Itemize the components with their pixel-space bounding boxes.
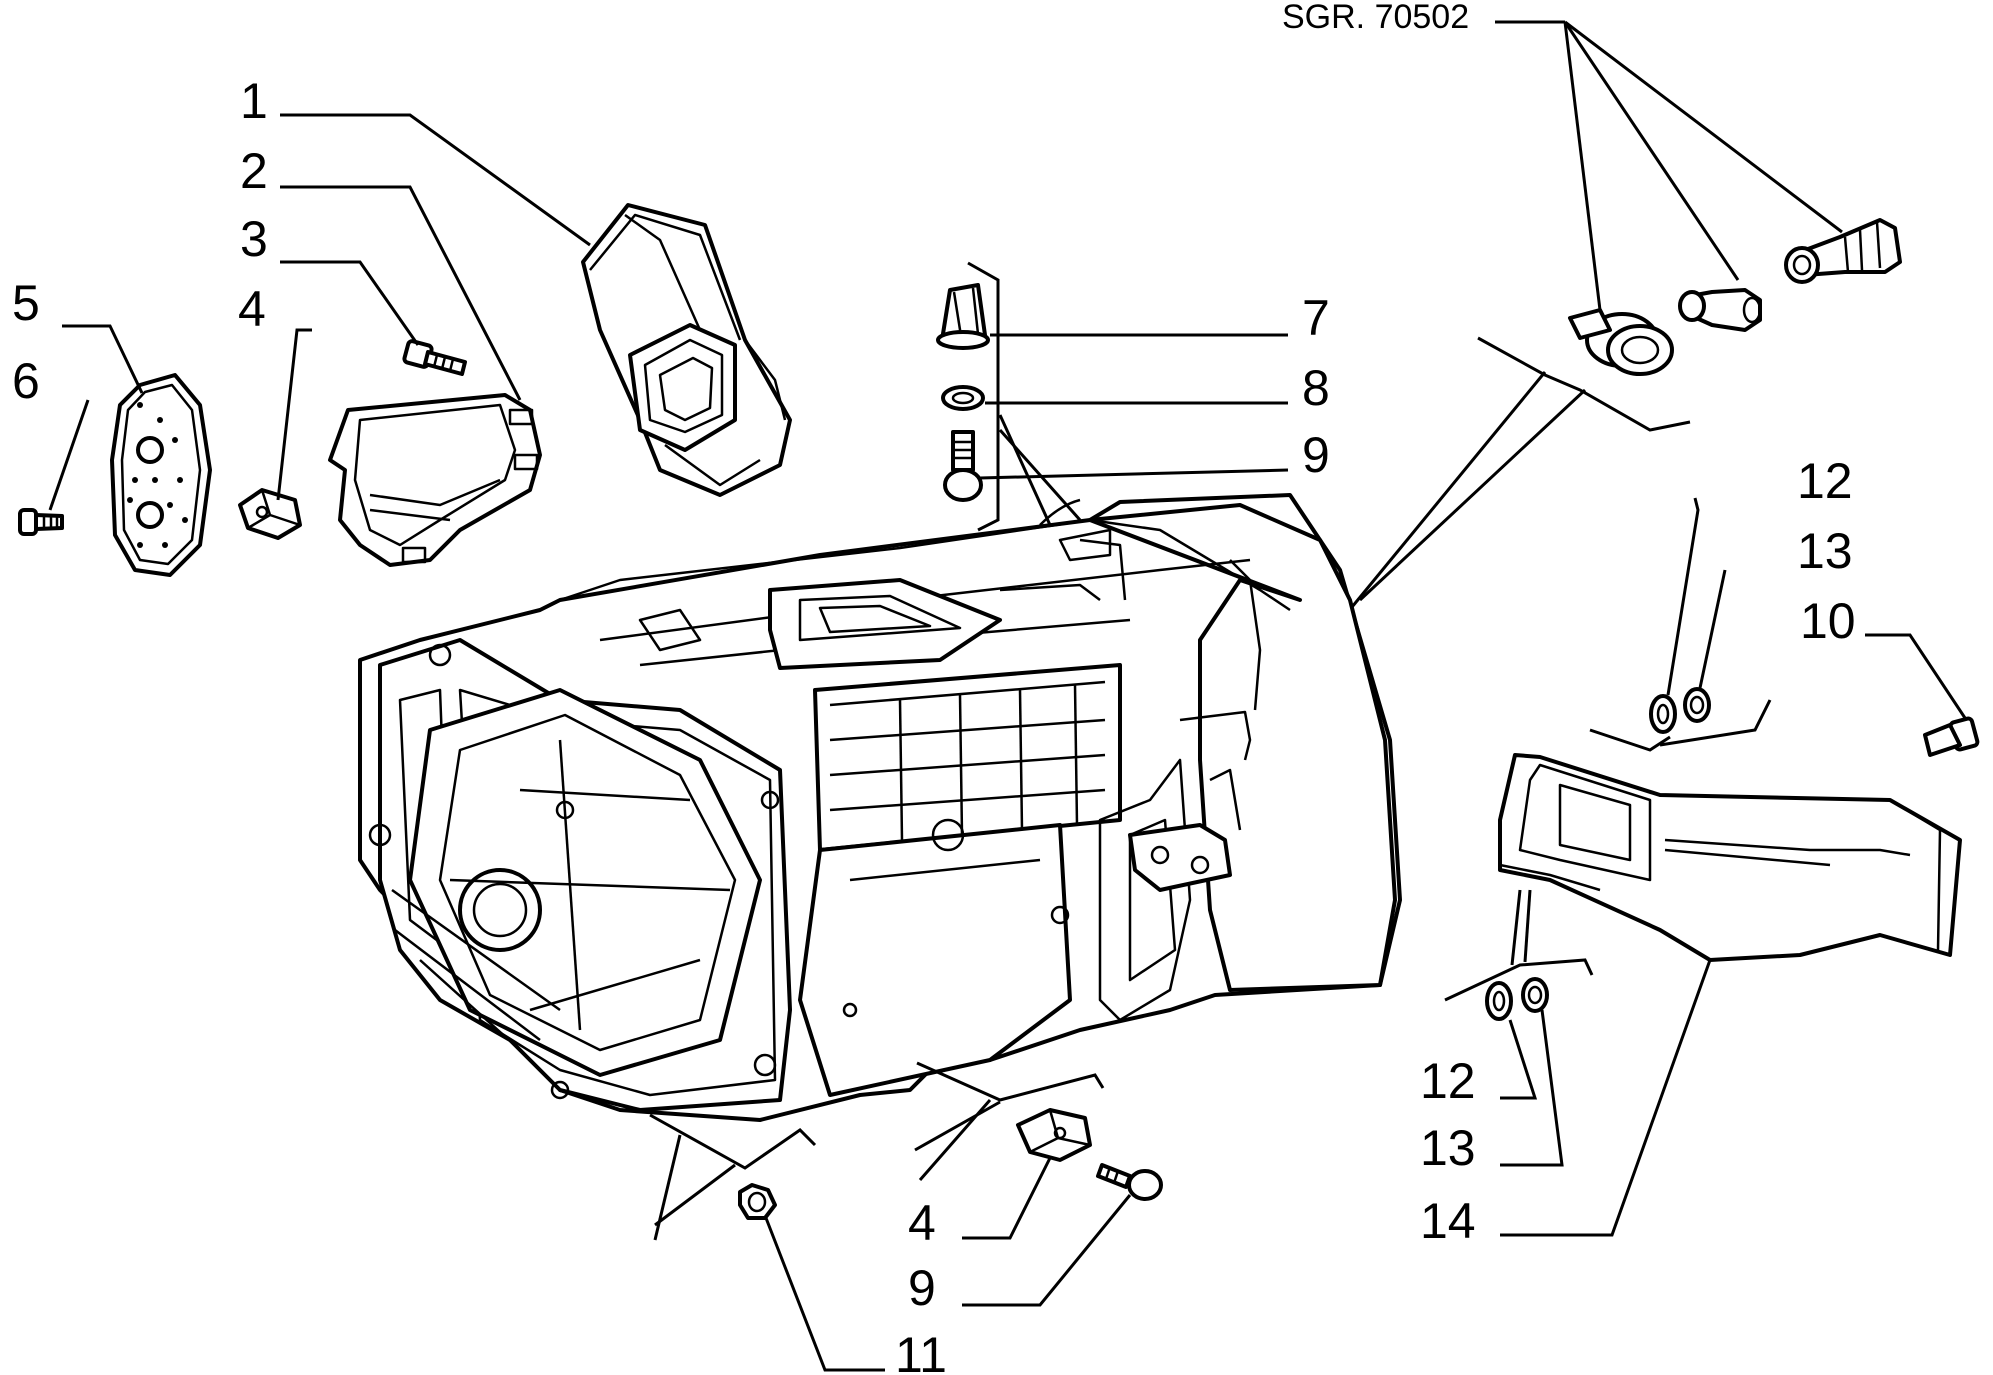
part-1-duct — [581, 203, 792, 497]
bracket-marker-bottom-center — [914, 1061, 1105, 1181]
callout-leaders — [48, 113, 1967, 1372]
callout-5: 5 — [12, 275, 40, 331]
part-6-screw — [18, 508, 64, 536]
callout-1: 1 — [240, 73, 268, 129]
part-11-nut — [738, 1183, 777, 1220]
heater-housing — [358, 493, 1402, 1122]
callout-13-lower: 13 — [1420, 1120, 1476, 1176]
callout-7: 7 — [1302, 290, 1330, 346]
part-9-screw-lower — [1096, 1163, 1163, 1201]
callout-12-upper: 12 — [1797, 453, 1853, 509]
callout-3: 3 — [240, 211, 268, 267]
callout-9-lower: 9 — [908, 1260, 936, 1316]
callout-13-upper: 13 — [1797, 523, 1853, 579]
callout-6: 6 — [12, 353, 40, 409]
bracket-marker-top-right — [1350, 336, 1691, 608]
part-10-screw — [1923, 716, 1980, 757]
part-2-bracket — [328, 393, 542, 567]
part-5-gasket-plate — [110, 373, 212, 577]
callout-14: 14 — [1420, 1193, 1476, 1249]
part-14-outlet-duct — [1498, 753, 1962, 962]
callout-2: 2 — [240, 143, 268, 199]
reference-group-parts — [1568, 218, 1902, 376]
part-9-screw-upper — [943, 430, 983, 502]
part-3-screw — [402, 339, 467, 376]
bracket-marker-bottom-left — [649, 1113, 817, 1241]
callout-11: 11 — [895, 1327, 947, 1375]
callout-12-lower: 12 — [1420, 1053, 1476, 1109]
part-7-plug — [936, 283, 990, 350]
callout-10: 10 — [1800, 593, 1856, 649]
part-12-washer-lower — [1485, 981, 1513, 1021]
callout-8: 8 — [1302, 360, 1330, 416]
callout-4-upper: 4 — [238, 281, 266, 337]
part-12-washer-upper — [1649, 694, 1677, 734]
callout-labels: 1 2 3 4 5 6 7 8 9 10 12 13 12 13 14 4 9 … — [12, 73, 1856, 1375]
reference-leader — [1495, 20, 1843, 311]
part-8-washer — [941, 385, 985, 411]
part-13-nut-upper — [1683, 687, 1711, 723]
callout-4-lower: 4 — [908, 1195, 936, 1251]
part-4-clip-nut-upper — [238, 488, 302, 540]
part-4-clip-nut-lower — [1016, 1108, 1092, 1162]
callout-9-upper: 9 — [1302, 427, 1330, 483]
reference-label: SGR. 70502 — [1282, 0, 1469, 36]
bracket-marker-right — [1444, 699, 1772, 1002]
part-13-nut-lower — [1521, 977, 1549, 1013]
